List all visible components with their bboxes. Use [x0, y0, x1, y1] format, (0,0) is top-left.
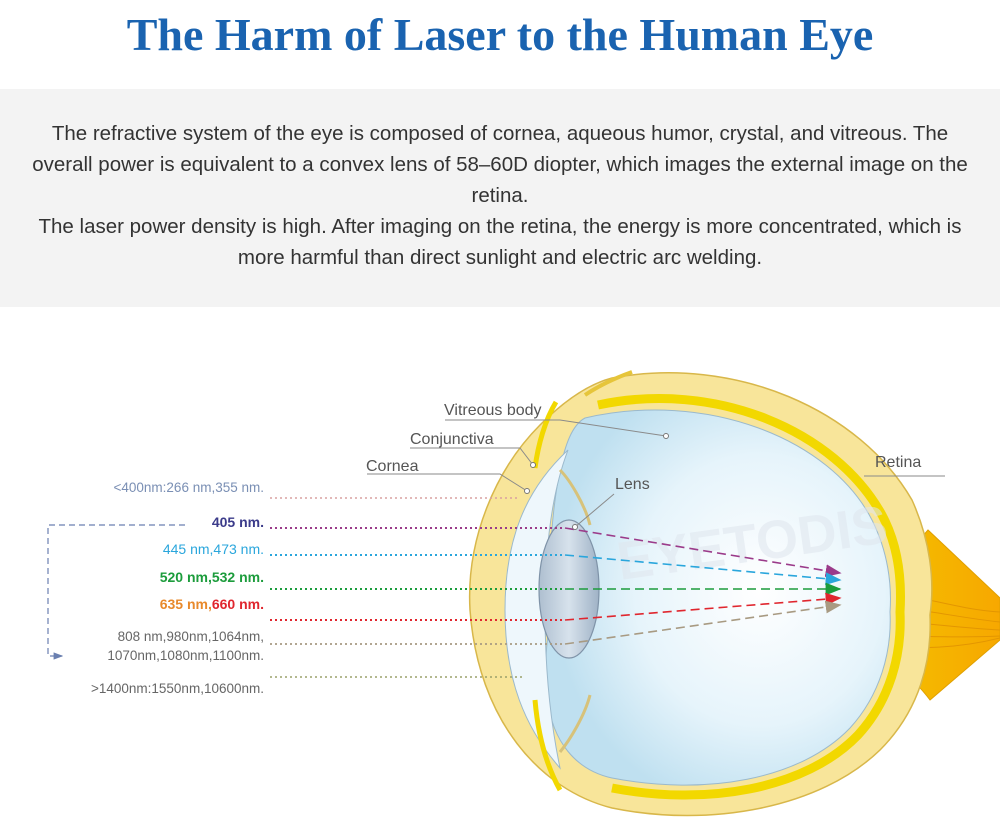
upper-lid-strip [583, 370, 633, 397]
label-405: 405 nm. [212, 514, 264, 530]
beam-635-inner [564, 592, 842, 621]
label-cornea: Cornea [366, 458, 419, 475]
description-paragraph-2: The laser power density is high. After i… [38, 215, 962, 269]
label-retina: Retina [875, 454, 921, 471]
ciliary-body-bottom [558, 694, 592, 753]
page-title: The Harm of Laser to the Human Eye [126, 9, 874, 60]
description-paragraph-1: The refractive system of the eye is comp… [32, 122, 968, 207]
label-445: 445 nm,473 nm. [163, 541, 264, 557]
description: The refractive system of the eye is comp… [20, 118, 980, 273]
ciliary-body-top [558, 468, 592, 526]
label-ir-wavelengths: >1400nm:1550nm,10600nm. [91, 681, 264, 696]
label-808: 808 nm,980nm,1064nm, [118, 629, 264, 644]
retina-layer [597, 394, 905, 800]
beam-808-inner [564, 600, 842, 645]
conjunctiva-strip-bottom [532, 699, 563, 792]
label-635-660: 635 nm,660 nm. [160, 596, 264, 612]
beam-405-inner [564, 527, 842, 577]
anatomy-leader-dots [524, 433, 669, 530]
label-635: 635 nm, [160, 596, 212, 612]
beam-445-inner [564, 554, 842, 586]
label-conjunctiva: Conjunctiva [410, 431, 494, 448]
label-660: 660 nm. [212, 596, 264, 612]
bracket-405-1070 [47, 524, 185, 660]
label-1070: 1070nm,1080nm,1100nm. [107, 648, 264, 663]
anatomy-leaders [367, 419, 945, 528]
label-lens: Lens [615, 476, 650, 493]
label-520: 520 nm,532 nm. [160, 569, 264, 585]
conjunctiva-strip-top [532, 400, 559, 469]
label-vitreous-body: Vitreous body [444, 402, 542, 419]
description-band [0, 89, 1000, 307]
label-uv-wavelengths: <400nm:266 nm,355 nm. [114, 480, 264, 495]
